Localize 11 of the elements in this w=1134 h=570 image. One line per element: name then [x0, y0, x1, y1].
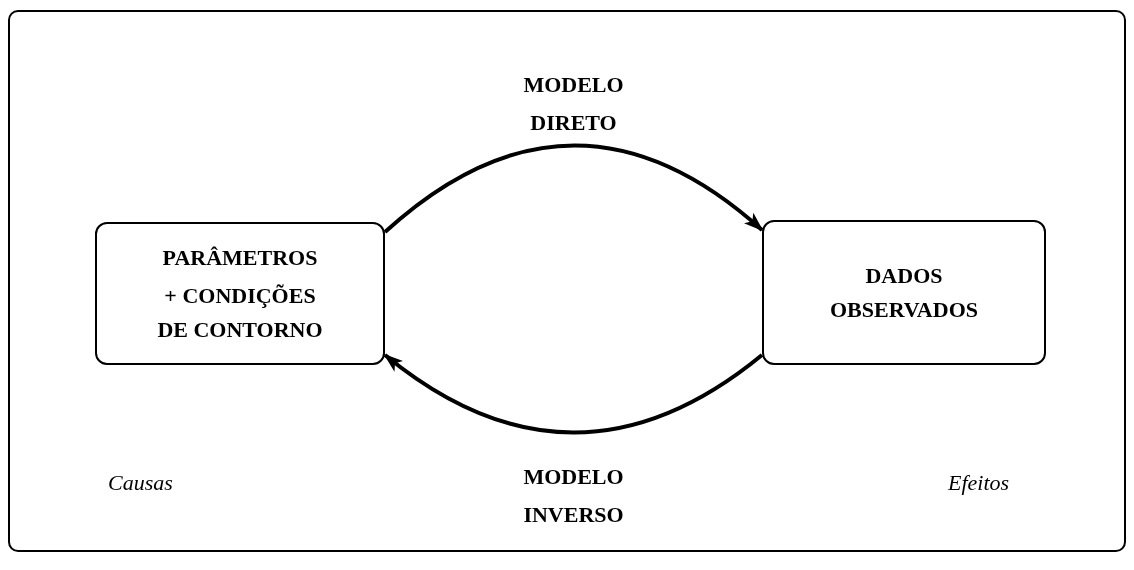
curved-arrow [383, 353, 764, 435]
process-box [95, 222, 385, 365]
box-text: + CONDIÇÕES DE CONTORNO [156, 281, 324, 344]
edge-label: MODELO INVERSO [522, 463, 625, 529]
box-text: PARÂMETROS [161, 243, 319, 272]
curved-arrow [383, 143, 764, 234]
process-box [762, 220, 1046, 365]
box-text: DADOS OBSERVADOS [829, 261, 979, 324]
edge-label: MODELO DIRETO [522, 71, 625, 137]
caption-text: Efeitos [948, 469, 1010, 497]
caption-text: Causas [108, 469, 173, 497]
